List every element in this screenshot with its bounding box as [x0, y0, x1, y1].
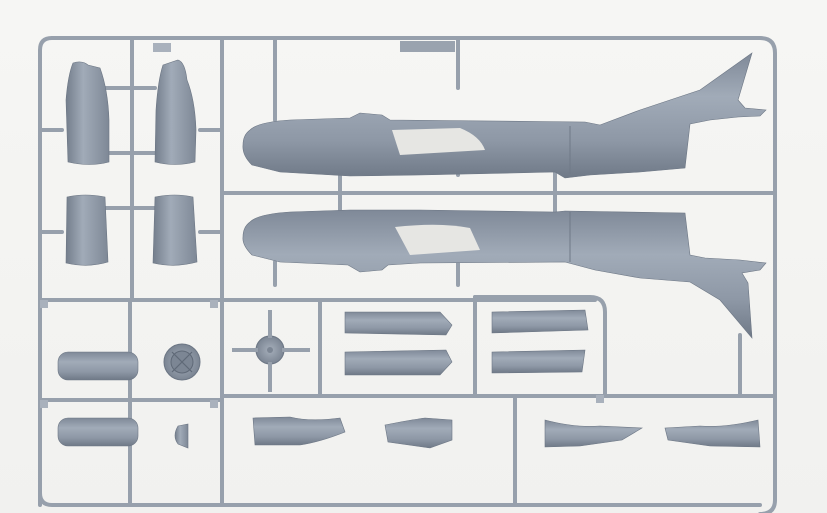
compressor-faces	[163, 310, 310, 392]
sprue-tag	[400, 41, 455, 52]
runner-frame	[38, 36, 777, 513]
fuselage-half-lower	[242, 209, 767, 339]
intake-trunks	[252, 416, 761, 449]
flap-panels	[344, 309, 589, 376]
nose-cone	[174, 423, 189, 449]
intake-parts	[65, 59, 198, 266]
fuselage-half-upper	[242, 52, 767, 179]
jet-pipes	[57, 351, 139, 447]
